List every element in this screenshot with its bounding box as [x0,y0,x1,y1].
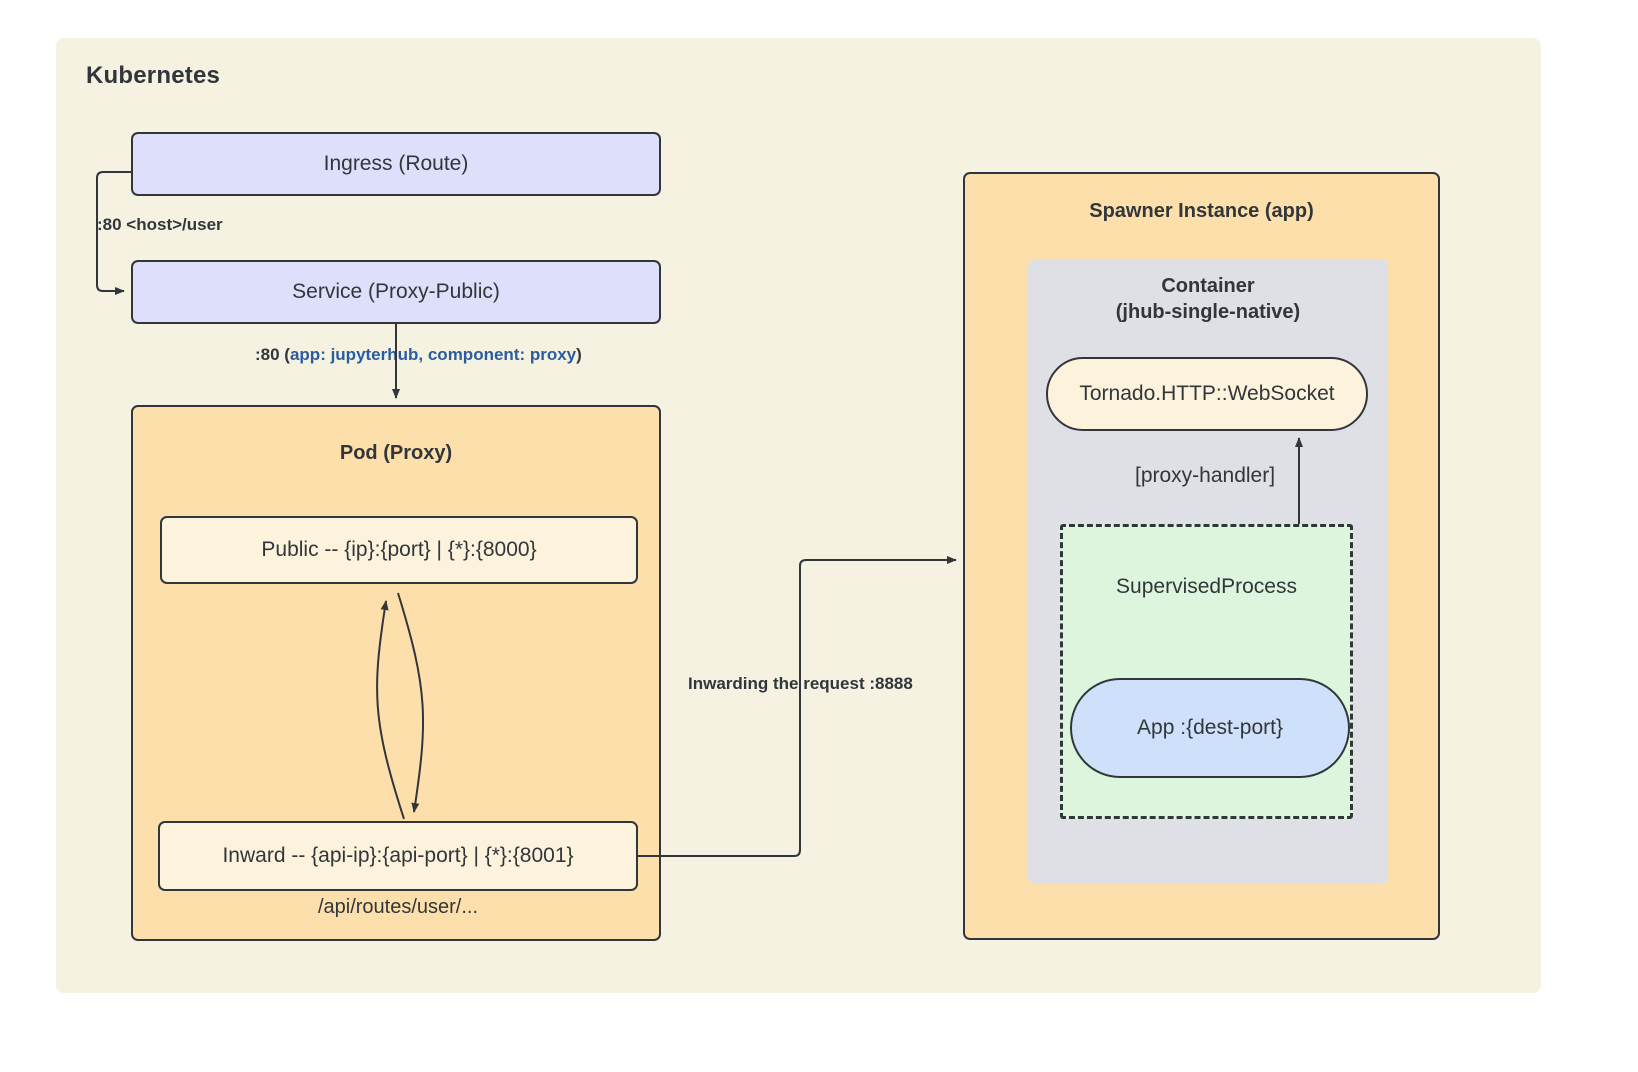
group-container-title: Container (jhub-single-native) [1028,273,1388,325]
kubernetes-title: Kubernetes [86,62,221,89]
edge-label-port-80-accent: app: jupyterhub, component: proxy [289,345,577,364]
edge-label-inwarding-request: Inwarding the request :8888 [688,674,913,693]
edge-label-port-80-suffix: ) [576,345,582,364]
node-public-endpoint[interactable]: Public -- {ip}:{port} | {*}:{8000} [160,516,638,584]
node-service-proxy-public[interactable]: Service (Proxy-Public) [131,260,661,324]
node-service-proxy-public-label: Service (Proxy-Public) [292,279,500,303]
node-tornado-websocket[interactable]: Tornado.HTTP::WebSocket [1046,357,1368,431]
edge-label-port-80-selector: :80 (app: jupyterhub, component: proxy) [255,345,582,365]
node-inward-endpoint-label: Inward -- {api-ip}:{api-port} | {*}:{800… [222,843,574,867]
group-pod-proxy-title: Pod (Proxy) [339,442,453,464]
node-inward-endpoint[interactable]: Inward -- {api-ip}:{api-port} | {*}:{800… [158,821,638,891]
node-ingress-route[interactable]: Ingress (Route) [131,132,661,196]
api-routes-label: /api/routes/user/... [317,896,479,918]
node-app-dest-port-label: App :{dest-port} [1137,715,1283,739]
group-container-title-line1: Container [1161,275,1255,297]
node-app-dest-port[interactable]: App :{dest-port} [1070,678,1350,778]
group-supervised-process-label: SupervisedProcess [1116,575,1297,598]
node-ingress-route-label: Ingress (Route) [323,151,469,175]
group-spawner-instance-title: Spawner Instance (app) [1089,200,1314,222]
node-tornado-websocket-label: Tornado.HTTP::WebSocket [1079,381,1335,405]
edge-label-host-user: :80 <host>/user [97,215,223,234]
group-container-title-line2: (jhub-single-native) [1115,301,1301,323]
edge-label-proxy-handler: [proxy-handler] [1135,464,1276,487]
node-public-endpoint-label: Public -- {ip}:{port} | {*}:{8000} [261,537,537,561]
edge-label-port-80-prefix: :80 ( [255,345,290,364]
